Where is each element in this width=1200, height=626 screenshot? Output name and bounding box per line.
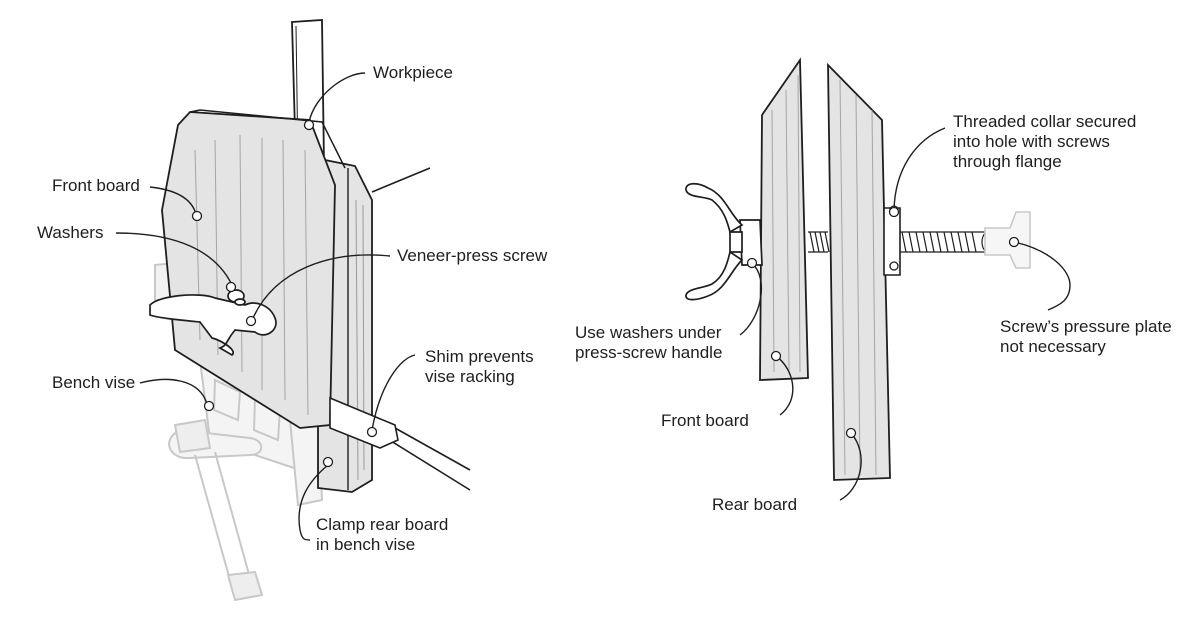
label-use-washers: Use washers under press-screw handle [575, 323, 723, 362]
label-veneer-press-screw: Veneer-press screw [397, 246, 548, 265]
front-board-right [759, 57, 809, 381]
bench-vise-drawing [154, 260, 324, 602]
label-washers: Washers [37, 223, 104, 242]
label-workpiece: Workpiece [373, 63, 453, 82]
press-handle-right [685, 182, 763, 301]
label-shim: Shim prevents vise racking [425, 347, 534, 386]
press-handle-left [149, 289, 277, 357]
label-clamp-rear-board: Clamp rear board in bench vise [316, 515, 449, 554]
leader-lines [115, 72, 1071, 541]
pressure-plate-drawing [984, 211, 1031, 269]
label-rear-board-right: Rear board [712, 495, 798, 514]
label-front-board-left: Front board [52, 176, 140, 195]
shim-drawing [329, 396, 399, 449]
front-board-left [161, 111, 336, 429]
label-threaded-collar: Threaded collar secured into hole with s… [953, 112, 1137, 171]
leader-dots [191, 119, 1020, 468]
label-bench-vise: Bench vise [52, 373, 136, 392]
label-pressure-plate: Screw’s pressure plate not necessary [1000, 317, 1172, 356]
label-front-board-right: Front board [661, 411, 749, 430]
